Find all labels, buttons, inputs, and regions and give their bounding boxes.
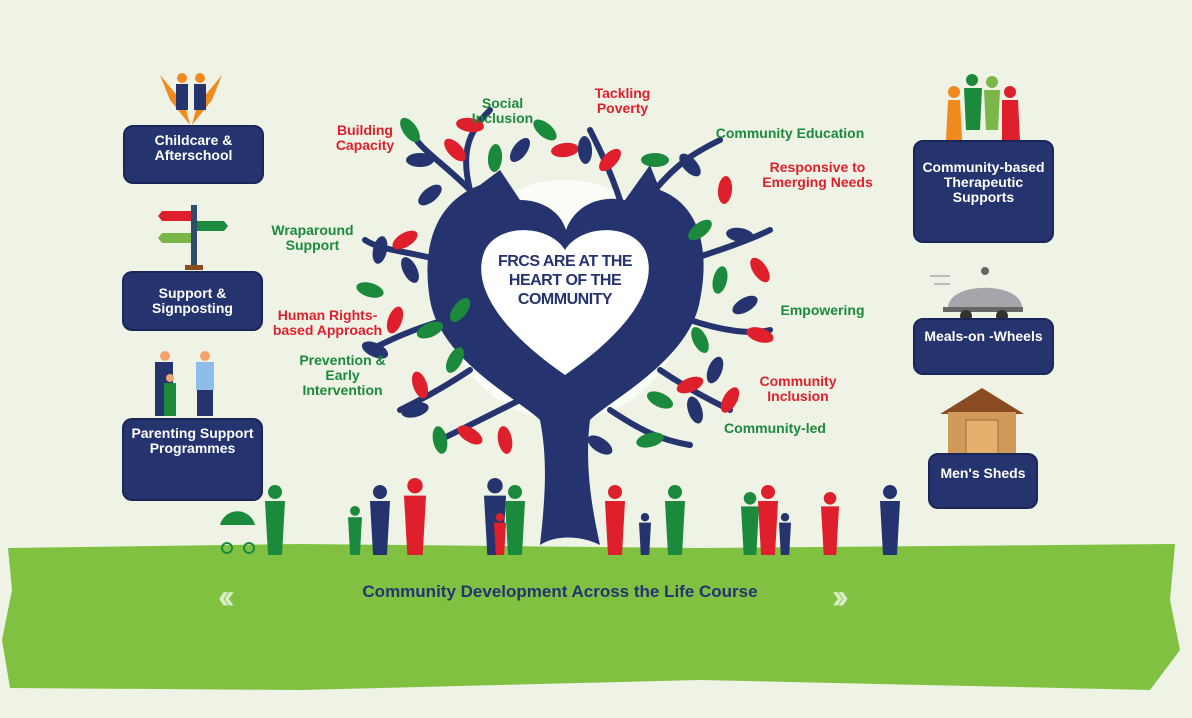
leaf xyxy=(720,387,740,413)
value-building-capacity: Building Capacity xyxy=(335,122,395,153)
leaf xyxy=(456,117,484,133)
person-icon xyxy=(404,478,426,555)
leaf xyxy=(679,153,701,177)
leaf xyxy=(599,148,621,172)
leaf xyxy=(445,347,465,373)
value-social-inclusion: Social Inclusion xyxy=(471,95,534,126)
leaf xyxy=(401,257,419,283)
leaf xyxy=(732,295,758,315)
leaf xyxy=(411,371,429,399)
service-label: Community-based Therapeutic Supports xyxy=(922,159,1045,205)
leaf xyxy=(406,153,434,167)
hands-children-icon xyxy=(160,73,222,125)
leaf xyxy=(400,117,420,143)
parents-child-icon xyxy=(155,351,214,416)
person-icon xyxy=(821,492,839,555)
parenting-support-box: Parenting Support Programmes xyxy=(122,418,263,501)
leaf xyxy=(444,138,466,162)
meals-on-wheels-box: Meals-on -Wheels xyxy=(913,318,1054,375)
people-joined-icon xyxy=(946,74,1020,140)
service-label: Childcare & Afterschool xyxy=(154,132,233,163)
support-signposting-box: Support & Signposting xyxy=(122,271,263,331)
leaf xyxy=(646,391,674,409)
service-label: Support & Signposting xyxy=(152,285,233,316)
person-icon xyxy=(265,485,285,555)
leaf xyxy=(750,257,770,283)
leaf xyxy=(688,219,712,241)
leaf xyxy=(449,298,471,322)
leaf xyxy=(401,402,429,418)
leaf xyxy=(691,327,709,353)
service-label: Parenting Support Programmes xyxy=(131,425,254,456)
leaf xyxy=(416,321,444,339)
person-icon xyxy=(880,485,900,555)
value-empowering: Empowering xyxy=(780,302,865,318)
leaf xyxy=(457,425,483,445)
person-icon xyxy=(741,492,759,555)
service-label: Men's Sheds xyxy=(940,465,1026,481)
leaf xyxy=(533,119,557,141)
leaf xyxy=(687,396,703,424)
leaf xyxy=(386,306,404,334)
therapeutic-supports-box: Community-based Therapeutic Supports xyxy=(913,140,1054,243)
people-silhouettes xyxy=(220,478,900,555)
value-wraparound-support: Wraparound Support xyxy=(271,222,354,253)
value-community-education: Community Education xyxy=(715,125,865,141)
person-icon xyxy=(665,485,685,555)
leaf xyxy=(636,432,664,448)
value-prevention: Prevention & Early Intervention xyxy=(299,352,386,398)
leaf xyxy=(577,136,593,164)
leaf xyxy=(372,236,388,264)
footer-title: Community Development Across the Life Co… xyxy=(362,582,758,601)
value-responsive-needs: Responsive to Emerging Needs xyxy=(762,159,873,190)
person-icon xyxy=(348,506,362,555)
value-human-rights: Human Rights- based Approach xyxy=(272,307,383,338)
chevron-right-icon: ›› xyxy=(832,578,848,616)
leaf xyxy=(706,356,724,384)
leaf xyxy=(666,292,694,308)
chevron-left-icon: ‹‹ xyxy=(218,578,234,616)
grass-banner xyxy=(2,544,1180,690)
service-label: Meals-on -Wheels xyxy=(924,328,1043,344)
leaf xyxy=(487,144,503,172)
person-icon xyxy=(639,513,651,555)
leaf xyxy=(356,282,384,298)
mens-sheds-box: Men's Sheds xyxy=(928,453,1038,509)
value-tackling-poverty: Tackling Poverty xyxy=(594,85,651,116)
leaf xyxy=(712,266,728,294)
heart-title: FRCS ARE AT THE HEART OF THE COMMUNITY xyxy=(497,253,633,308)
person-icon xyxy=(779,513,791,555)
person-icon xyxy=(370,485,390,555)
leaf xyxy=(432,426,448,454)
leaf xyxy=(497,426,513,454)
leaf xyxy=(361,341,389,359)
person-icon xyxy=(494,513,506,555)
leaf xyxy=(717,176,733,204)
person-icon xyxy=(758,485,778,555)
leaf xyxy=(510,137,530,163)
leaf xyxy=(418,184,442,206)
food-cloche-icon xyxy=(930,267,1023,322)
signpost-icon xyxy=(158,205,228,270)
leaf xyxy=(641,152,669,168)
leaf xyxy=(587,435,613,455)
value-community-led: Community-led xyxy=(724,420,826,436)
person-icon xyxy=(505,485,525,555)
leaf xyxy=(746,327,774,343)
leaf xyxy=(551,142,579,158)
leaf xyxy=(726,227,754,243)
childcare-afterschool-box: Childcare & Afterschool xyxy=(123,125,264,184)
value-community-inclusion: Community Inclusion xyxy=(759,373,837,404)
person-icon xyxy=(605,485,625,555)
leaf xyxy=(676,376,704,394)
shed-icon xyxy=(940,388,1024,454)
pram-icon xyxy=(220,511,255,554)
leaf xyxy=(392,230,418,250)
